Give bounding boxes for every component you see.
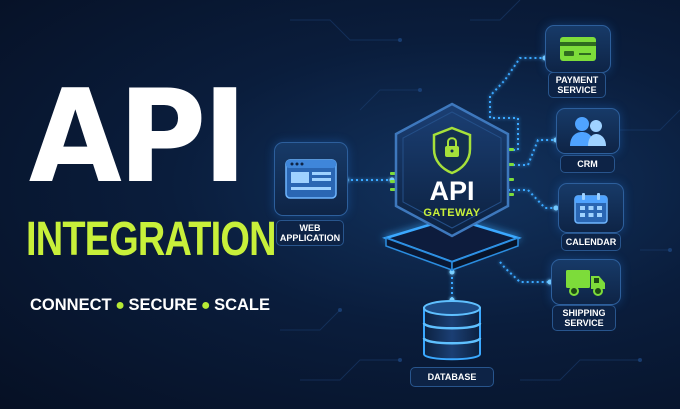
label-calendar: CALENDAR bbox=[561, 233, 621, 251]
label-shipping-service: SHIPPING SERVICE bbox=[552, 305, 616, 331]
label-crm: CRM bbox=[560, 155, 615, 173]
node-shipping-service bbox=[551, 259, 621, 305]
bullet-dot: ● bbox=[200, 296, 211, 314]
label-web-application: WEB APPLICATION bbox=[276, 220, 344, 246]
node-web-application bbox=[274, 142, 348, 216]
tagline-scale: SCALE bbox=[214, 296, 270, 314]
node-crm bbox=[556, 108, 620, 154]
label-payment-service: PAYMENT SERVICE bbox=[548, 72, 606, 98]
truck-icon bbox=[566, 270, 605, 296]
connector-crm bbox=[508, 139, 556, 166]
tagline-connect: CONNECT bbox=[30, 296, 112, 314]
browser-window-icon bbox=[285, 159, 337, 199]
bullet-dot: ● bbox=[115, 296, 125, 314]
calendar-icon bbox=[574, 193, 608, 224]
label-database: DATABASE bbox=[410, 367, 494, 387]
gateway-subtitle: GATEWAY bbox=[423, 207, 481, 219]
credit-card-icon bbox=[560, 37, 596, 61]
users-icon bbox=[570, 117, 606, 146]
node-calendar bbox=[558, 183, 624, 233]
shield-lock-icon bbox=[432, 126, 472, 175]
gateway-title: API bbox=[429, 176, 475, 206]
node-payment-service bbox=[545, 25, 611, 73]
connector-calendar bbox=[508, 189, 556, 209]
connector-payment bbox=[489, 57, 545, 151]
tagline: CONNECT ● SECURE ● SCALE bbox=[30, 296, 270, 315]
tagline-secure: SECURE bbox=[128, 296, 198, 314]
database-icon bbox=[422, 300, 482, 361]
title-api: API bbox=[28, 63, 248, 212]
node-database bbox=[416, 298, 488, 364]
